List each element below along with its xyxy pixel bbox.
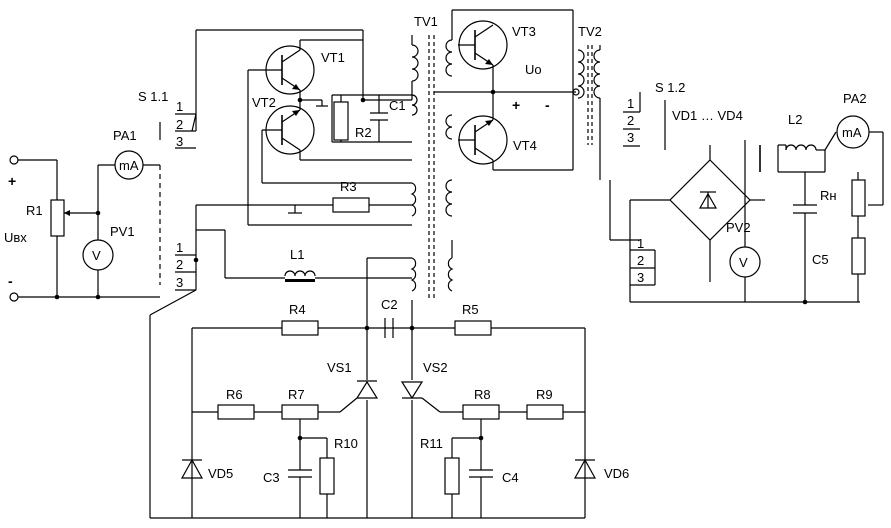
r4-label: R4 (289, 302, 306, 317)
svg-text:3: 3 (176, 134, 183, 149)
input-plus-label: + (8, 173, 16, 189)
pa2-unit: mA (842, 125, 862, 140)
r3-resistor (332, 197, 370, 213)
r1-label: R1 (26, 203, 43, 218)
inverter-vt1-vt2: VT1 VT2 R2 C1 R3 (196, 29, 412, 226)
c5-label: C5 (812, 252, 829, 267)
r6-label: R6 (226, 387, 243, 402)
r1-resistor (50, 199, 65, 237)
tv1-feedback-coil (410, 182, 417, 217)
c3-label: C3 (263, 470, 280, 485)
vd5-diode (180, 458, 204, 479)
rn-label: Rн (820, 188, 837, 203)
r9-label: R9 (536, 387, 553, 402)
r10-label: R10 (334, 436, 358, 451)
c2-label: C2 (381, 297, 398, 312)
trigger-section: L1 (196, 229, 453, 518)
r6-resistor (217, 404, 255, 420)
s12-label: S 1.2 (655, 80, 685, 95)
vs1-label: VS1 (327, 360, 352, 375)
l1-label: L1 (290, 247, 304, 262)
vd6-label: VD6 (604, 466, 629, 481)
r8-label: R8 (474, 387, 491, 402)
vt1-label: VT1 (321, 50, 345, 65)
tv2-secondary-coil (593, 49, 601, 99)
input-voltage-label: Uвх (4, 230, 27, 245)
c1-label: C1 (389, 98, 406, 113)
svg-text:2: 2 (627, 113, 634, 128)
uo-label: Uo (525, 62, 542, 77)
svg-text:2: 2 (637, 253, 644, 268)
svg-text:2: 2 (176, 117, 183, 132)
tv1-secondary-coil (445, 39, 453, 77)
vd6-diode (573, 458, 597, 479)
tv1-label: TV1 (414, 14, 438, 29)
r5-label: R5 (462, 302, 479, 317)
svg-text:2: 2 (176, 257, 183, 272)
thyristor-network: R4 C2 R5 VS1 VS2 R6 R7 C3 R10 (150, 297, 629, 519)
input-section: + - Uвх R1 mA PA1 V PV1 (4, 128, 160, 302)
l2-inductor (785, 144, 817, 151)
tv1-control-coil (410, 257, 417, 292)
svg-text:3: 3 (637, 270, 644, 285)
input-plus-terminal (9, 155, 19, 165)
vt3-label: VT3 (512, 24, 536, 39)
r2-label: R2 (355, 125, 372, 140)
rn-load-resistor (851, 179, 866, 217)
pa2-label: PA2 (843, 91, 867, 106)
r2-resistor (333, 101, 349, 141)
tv2-label: TV2 (578, 24, 602, 39)
tv1-primary-coil (411, 44, 419, 82)
svg-text:1: 1 (637, 236, 644, 251)
pv2-unit: V (739, 255, 748, 270)
switch-s1-1: S 1.1 1 2 3 1 2 3 (138, 30, 199, 518)
c4-label: C4 (502, 470, 519, 485)
pv2-label: PV2 (726, 220, 751, 235)
transformer-tv1: TV1 (410, 14, 454, 300)
r11-label: R11 (420, 436, 443, 451)
r5-resistor (454, 320, 492, 336)
rectifier-output: S 1.2 VD1 … VD4 1 2 3 V PV2 L2 (629, 80, 884, 305)
input-minus-terminal (9, 292, 19, 302)
r4-resistor (281, 320, 319, 336)
l1-inductor (284, 270, 316, 277)
pa1-label: PA1 (113, 128, 137, 143)
vt2-label: VT2 (252, 95, 276, 110)
r7-label: R7 (288, 387, 305, 402)
r10-resistor (319, 457, 335, 495)
pv1-unit: V (92, 248, 101, 263)
svg-text:1: 1 (627, 96, 634, 111)
vs2-thyristor (400, 381, 424, 400)
vs1-thyristor (355, 380, 379, 399)
r11-resistor (444, 457, 460, 495)
transformer-tv2: TV2 1 2 3 (577, 24, 641, 241)
output-stage-vt3-vt4: VT3 VT4 Uo + - (434, 9, 580, 171)
svg-text:1: 1 (176, 240, 183, 255)
r9-resistor (526, 404, 564, 420)
uo-minus: - (545, 97, 550, 113)
pa1-unit: mA (119, 158, 139, 173)
r8-resistor (462, 404, 500, 420)
uo-plus: + (512, 97, 520, 113)
input-minus-label: - (8, 273, 13, 289)
vd14-label: VD1 … VD4 (672, 108, 743, 123)
r3-label: R3 (340, 179, 357, 194)
svg-text:3: 3 (627, 130, 634, 145)
s11-label: S 1.1 (138, 89, 168, 104)
vd5-label: VD5 (208, 466, 233, 481)
r7-resistor (281, 404, 319, 420)
load-resistor-2 (851, 237, 866, 275)
svg-text:1: 1 (176, 99, 183, 114)
pv1-label: PV1 (110, 224, 135, 239)
svg-text:3: 3 (176, 275, 183, 290)
tv2-primary-coil (577, 49, 585, 99)
vt4-label: VT4 (513, 138, 537, 153)
vs2-label: VS2 (423, 360, 448, 375)
l2-label: L2 (788, 112, 802, 127)
